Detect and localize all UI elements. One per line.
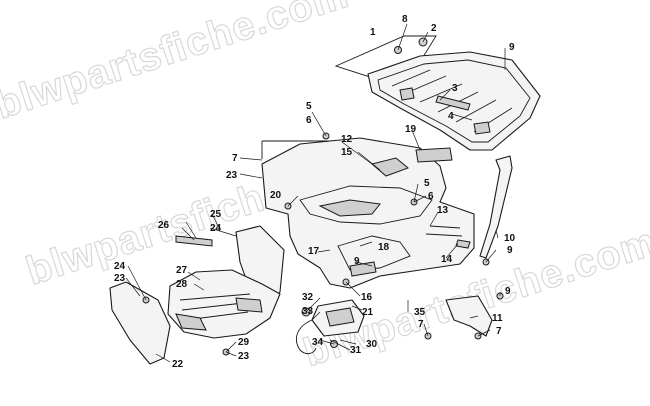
callout-7: 7 <box>232 153 238 164</box>
callout-5: 5 <box>306 101 312 112</box>
footwell <box>167 269 281 339</box>
callouts: 1 2 3 4 5 6 7 8 9 10 9 11 12 13 14 15 16… <box>114 14 516 370</box>
callout-18: 18 <box>378 242 390 253</box>
callout-9: 9 <box>354 256 360 267</box>
callout-24: 24 <box>210 223 222 234</box>
mud-flap <box>109 281 171 365</box>
callout-23: 23 <box>226 170 238 181</box>
callout-7: 7 <box>496 326 502 337</box>
callout-35: 35 <box>414 307 426 318</box>
callout-11: 11 <box>492 313 503 324</box>
decal <box>415 147 453 163</box>
callout-26: 26 <box>158 220 170 231</box>
watermark-text-1: blwpartsfiche.com <box>0 0 354 128</box>
callout-22: 22 <box>172 359 184 370</box>
callout-33: 33 <box>302 306 314 317</box>
callout-6: 6 <box>306 115 312 126</box>
fender-bracket <box>261 140 330 159</box>
callout-5: 5 <box>424 178 430 189</box>
callout-27: 27 <box>176 265 188 276</box>
callout-25: 25 <box>210 209 222 220</box>
callout-23: 23 <box>238 351 250 362</box>
callout-21: 21 <box>362 307 374 318</box>
fasteners <box>142 37 504 356</box>
callout-32: 32 <box>302 292 314 303</box>
callout-10: 10 <box>504 233 516 244</box>
callout-2: 2 <box>431 23 437 34</box>
callout-9: 9 <box>505 286 511 297</box>
callout-12: 12 <box>341 134 353 145</box>
callout-31: 31 <box>350 345 362 356</box>
callout-3: 3 <box>452 83 458 94</box>
callout-29: 29 <box>238 337 250 348</box>
callout-30: 30 <box>366 339 378 350</box>
callout-24: 24 <box>114 261 126 272</box>
callout-4: 4 <box>448 111 454 122</box>
callout-6: 6 <box>428 191 434 202</box>
leader-lines <box>125 23 506 363</box>
callout-9: 9 <box>507 245 513 256</box>
callout-14: 14 <box>441 254 453 265</box>
footrest-bar <box>175 235 213 247</box>
bracket <box>445 295 493 337</box>
callout-7: 7 <box>418 319 424 330</box>
callout-15: 15 <box>341 147 353 158</box>
callout-20: 20 <box>270 190 282 201</box>
support-bar <box>479 155 513 259</box>
callout-16: 16 <box>361 292 373 303</box>
callout-17: 17 <box>308 246 320 257</box>
callout-1: 1 <box>370 27 376 38</box>
callout-13: 13 <box>437 205 449 216</box>
callout-19: 19 <box>405 124 417 135</box>
rear-rack <box>367 51 541 151</box>
callout-28: 28 <box>176 279 188 290</box>
callout-34: 34 <box>312 337 324 348</box>
callout-8: 8 <box>402 14 408 25</box>
callout-23: 23 <box>114 273 126 284</box>
callout-9: 9 <box>509 42 515 53</box>
